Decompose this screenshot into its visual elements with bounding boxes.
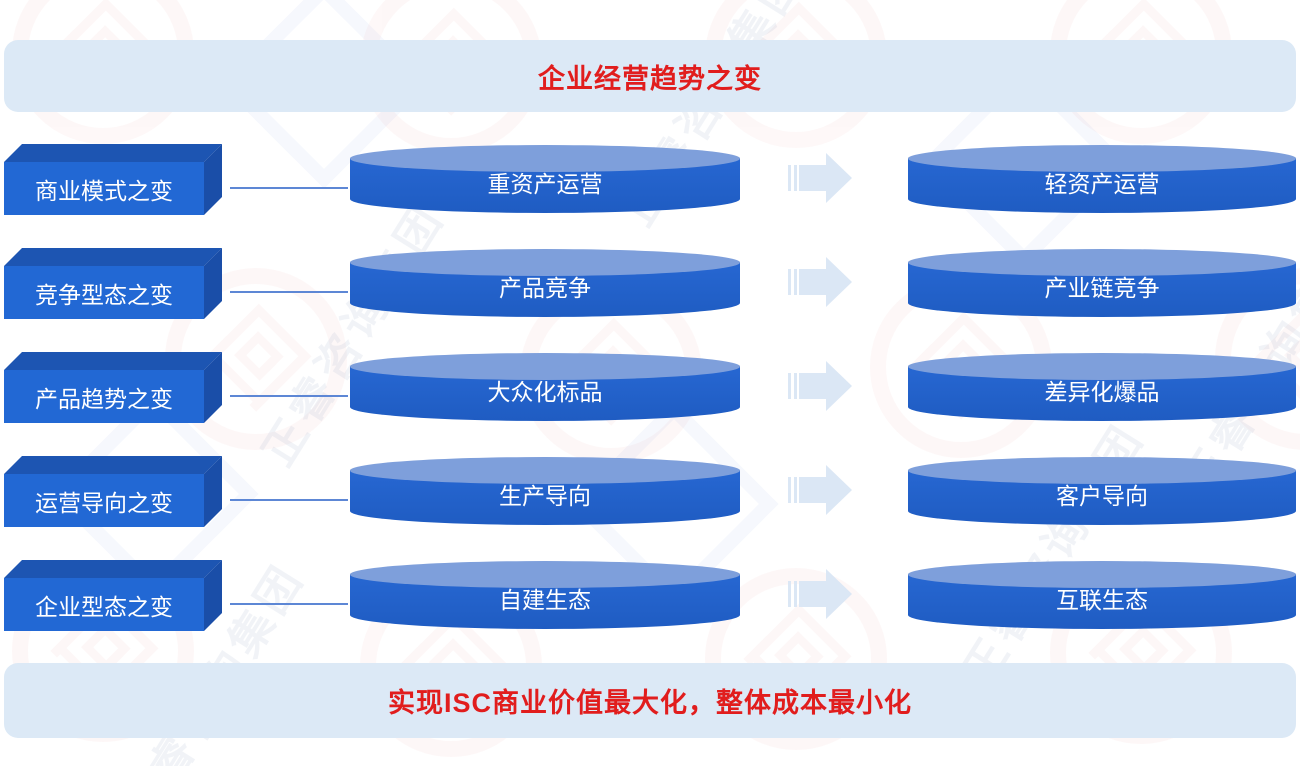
category-label: 产品趋势之变 bbox=[35, 385, 173, 412]
from-cylinder: 重资产运营 bbox=[350, 145, 740, 213]
category-label: 企业型态之变 bbox=[35, 593, 173, 620]
category-box: 产品趋势之变 bbox=[4, 351, 222, 423]
box-front-face: 商业模式之变 bbox=[4, 162, 204, 215]
cylinder-top bbox=[350, 561, 740, 588]
from-cylinder: 生产导向 bbox=[350, 457, 740, 525]
trend-row: 企业型态之变 自建生态 互联生态 bbox=[0, 559, 1300, 663]
cylinder-top bbox=[350, 145, 740, 172]
box-top-face bbox=[4, 352, 222, 370]
to-label: 客户导向 bbox=[1056, 483, 1148, 509]
from-cylinder: 大众化标品 bbox=[350, 353, 740, 421]
box-front-face: 竞争型态之变 bbox=[4, 266, 204, 319]
to-label: 差异化爆品 bbox=[1044, 379, 1160, 405]
box-top-face bbox=[4, 560, 222, 578]
right-arrow-icon bbox=[788, 361, 858, 411]
from-label: 产品竞争 bbox=[499, 275, 591, 301]
cylinder-top bbox=[350, 457, 740, 484]
footer-title: 实现ISC商业价值最大化，整体成本最小化 bbox=[387, 688, 912, 718]
cylinder-top bbox=[908, 145, 1296, 172]
from-cylinder: 产品竞争 bbox=[350, 249, 740, 317]
from-label: 大众化标品 bbox=[487, 379, 603, 405]
from-label: 重资产运营 bbox=[487, 171, 603, 197]
connector-line bbox=[230, 499, 348, 501]
box-top-face bbox=[4, 144, 222, 162]
trend-row: 产品趋势之变 大众化标品 差异化爆品 bbox=[0, 351, 1300, 455]
cylinder-top bbox=[350, 249, 740, 276]
to-cylinder: 产业链竞争 bbox=[908, 249, 1296, 317]
right-arrow-icon bbox=[788, 465, 858, 515]
to-cylinder: 互联生态 bbox=[908, 561, 1296, 629]
to-label: 产业链竞争 bbox=[1044, 275, 1160, 301]
box-front-face: 产品趋势之变 bbox=[4, 370, 204, 423]
header-banner: 企业经营趋势之变 bbox=[4, 40, 1296, 112]
to-cylinder: 客户导向 bbox=[908, 457, 1296, 525]
box-top-face bbox=[4, 248, 222, 266]
cylinder-top bbox=[908, 353, 1296, 380]
to-label: 互联生态 bbox=[1056, 587, 1148, 613]
right-arrow-icon bbox=[788, 569, 858, 619]
category-box: 运营导向之变 bbox=[4, 455, 222, 527]
box-top-face bbox=[4, 456, 222, 474]
cylinder-top bbox=[908, 457, 1296, 484]
category-box: 企业型态之变 bbox=[4, 559, 222, 631]
to-cylinder: 差异化爆品 bbox=[908, 353, 1296, 421]
from-label: 生产导向 bbox=[499, 483, 591, 509]
to-cylinder: 轻资产运营 bbox=[908, 145, 1296, 213]
cylinder-top bbox=[908, 561, 1296, 588]
connector-line bbox=[230, 187, 348, 189]
from-label: 自建生态 bbox=[499, 587, 591, 613]
category-box: 商业模式之变 bbox=[4, 143, 222, 215]
connector-line bbox=[230, 395, 348, 397]
category-box: 竞争型态之变 bbox=[4, 247, 222, 319]
category-label: 商业模式之变 bbox=[35, 177, 173, 204]
from-cylinder: 自建生态 bbox=[350, 561, 740, 629]
connector-line bbox=[230, 291, 348, 293]
page-title: 企业经营趋势之变 bbox=[538, 63, 762, 94]
box-front-face: 企业型态之变 bbox=[4, 578, 204, 631]
cylinder-top bbox=[908, 249, 1296, 276]
footer-banner: 实现ISC商业价值最大化，整体成本最小化 bbox=[4, 663, 1296, 738]
trend-row: 商业模式之变 重资产运营 轻资产运营 bbox=[0, 143, 1300, 247]
box-front-face: 运营导向之变 bbox=[4, 474, 204, 527]
trend-row: 运营导向之变 生产导向 客户导向 bbox=[0, 455, 1300, 559]
cylinder-top bbox=[350, 353, 740, 380]
connector-line bbox=[230, 603, 348, 605]
category-label: 运营导向之变 bbox=[35, 489, 173, 516]
right-arrow-icon bbox=[788, 153, 858, 203]
right-arrow-icon bbox=[788, 257, 858, 307]
to-label: 轻资产运营 bbox=[1044, 171, 1160, 197]
category-label: 竞争型态之变 bbox=[35, 281, 173, 308]
trend-row: 竞争型态之变 产品竞争 产业链竞争 bbox=[0, 247, 1300, 351]
